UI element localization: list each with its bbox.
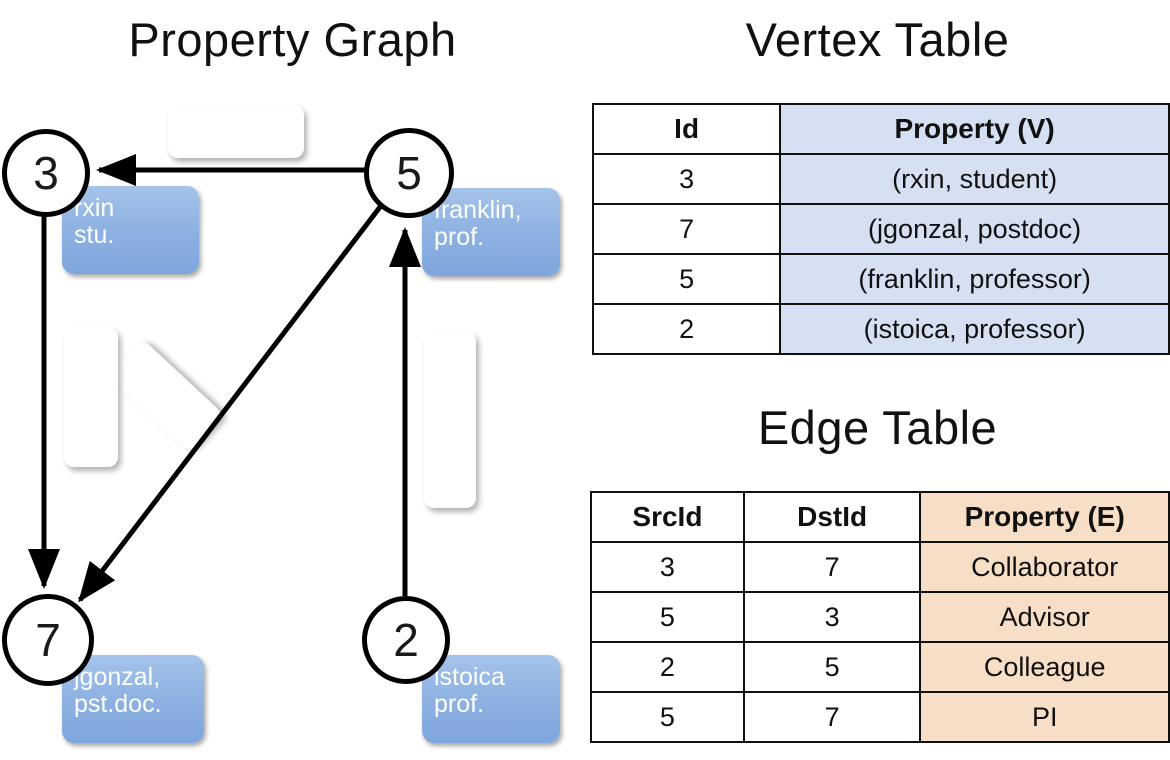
graph-node-5: 5 [364,128,454,218]
graph-node-id: 5 [396,147,422,199]
edge-label-text: Colleague [435,360,466,479]
edge-src-cell: 5 [590,591,745,643]
table-header-row: SrcId DstId Property (E) [590,491,1170,543]
graph-node-id: 2 [393,614,419,666]
edge-table-header-srcid: SrcId [590,491,745,543]
node-property-line: franklin, [434,196,522,224]
page-title-edge-table: Edge Table [757,401,998,454]
page-title-vertex-table: Vertex Table [745,13,1010,66]
node-property-box-franklin: franklin, prof. [422,188,560,276]
edge-label-advisor: Advisor [168,105,304,158]
vertex-id-cell: 3 [591,153,782,205]
edge-label-text: Advisor [192,116,280,146]
edge-src-cell: 5 [590,691,745,743]
node-property-box-rxin: rxin stu. [62,186,199,274]
node-property-line: stu. [74,221,115,249]
graph-node-3: 3 [2,129,90,217]
edge-table-header-dstid: DstId [742,491,922,543]
graph-node-2: 2 [362,596,450,684]
node-property-line: jgonzal, [74,663,161,691]
edge-table-header-property: Property (E) [919,491,1170,543]
edge-property-cell: Collaborator [919,541,1170,593]
page-title-property-graph: Property Graph [128,13,457,66]
vertex-table-header-property: Property (V) [779,103,1170,155]
node-property-line: rxin [74,194,115,222]
table-row: 7 (jgonzal, postdoc) [591,203,1170,255]
graph-node-7: 7 [2,594,94,686]
edge-5-to-7 [78,205,382,603]
vertex-id-cell: 7 [591,203,782,255]
node-property-box-istoica: istoica prof. [422,655,560,743]
edge-property-cell: PI [919,691,1170,743]
edge-label-colleague: Colleague [424,331,476,508]
node-property-line: pst.doc. [74,690,162,718]
table-row: 3 7 Collaborator [590,541,1170,593]
vertex-property-cell: (jgonzal, postdoc) [779,203,1170,255]
edge-dst-cell: 3 [742,591,922,643]
graph-edges-svg [28,154,421,603]
vertex-table-header-id: Id [591,103,782,155]
edge-property-cell: Colleague [919,641,1170,693]
edge-label-text: PI [147,376,186,415]
node-property-box-jgonzal: jgonzal, pst.doc. [62,655,204,743]
table-row: 2 (istoica, professor) [591,303,1170,355]
edge-property-cell: Advisor [919,591,1170,643]
edge-label-text: Collab. [76,356,107,438]
vertex-id-cell: 2 [591,303,782,355]
vertex-property-cell: (rxin, student) [779,153,1170,205]
property-graph-diagram: rxin stu. franklin, prof. jgonzal, pst.d… [2,105,560,743]
edge-src-cell: 3 [590,541,745,593]
table-row: 3 (rxin, student) [591,153,1170,205]
edge-dst-cell: 7 [742,541,922,593]
vertex-table: Id Property (V) 3 (rxin, student) 7 (jgo… [591,103,1170,355]
vertex-property-cell: (franklin, professor) [779,253,1170,305]
table-row: 5 (franklin, professor) [591,253,1170,305]
node-property-line: prof. [434,223,485,251]
vertex-property-cell: (istoica, professor) [779,303,1170,355]
table-header-row: Id Property (V) [591,103,1170,155]
table-row: 5 7 PI [590,691,1170,743]
node-property-line: prof. [434,690,485,718]
edge-dst-cell: 5 [742,641,922,693]
edge-table: SrcId DstId Property (E) 3 7 Collaborato… [590,491,1170,743]
vertex-id-cell: 5 [591,253,782,305]
edge-dst-cell: 7 [742,691,922,743]
table-row: 5 3 Advisor [590,591,1170,643]
table-row: 2 5 Colleague [590,641,1170,693]
edge-src-cell: 2 [590,641,745,693]
edge-label-collab: Collab. [64,327,118,467]
node-property-line: istoica [434,663,505,691]
graph-node-id: 3 [33,147,59,199]
graph-node-id: 7 [35,614,61,666]
